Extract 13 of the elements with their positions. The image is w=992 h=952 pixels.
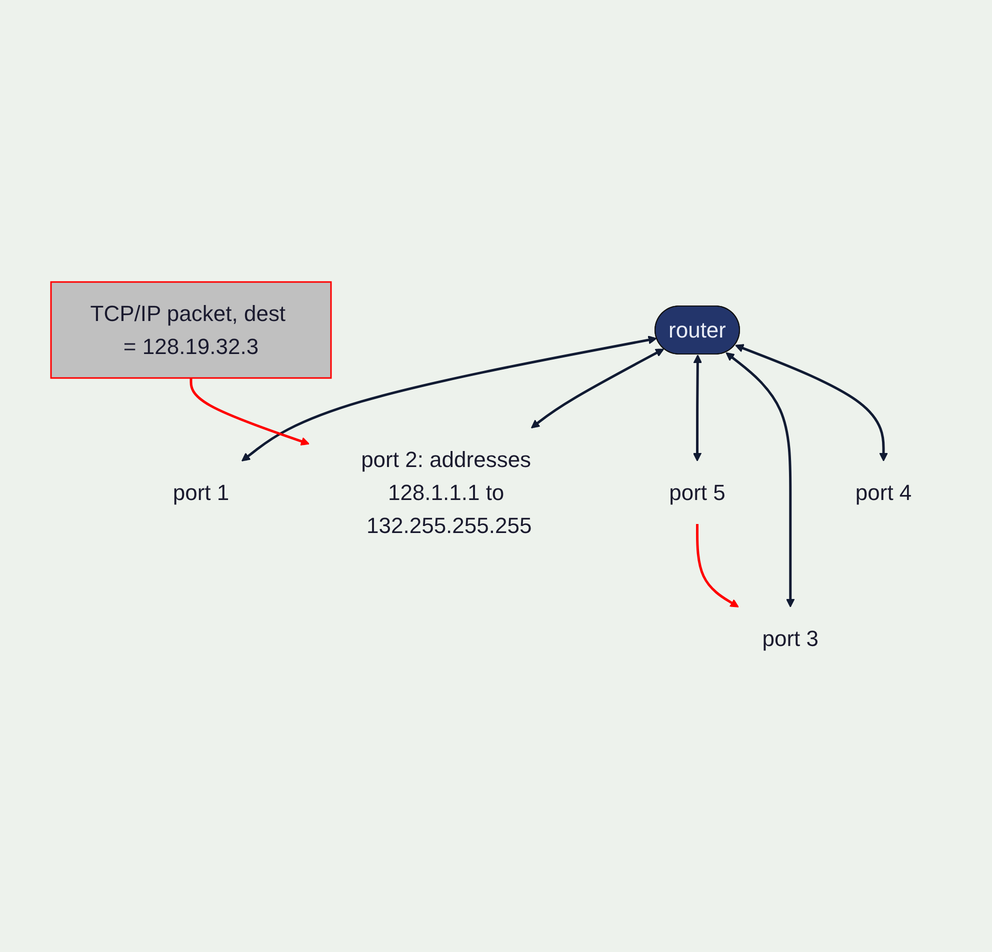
node-text: port 4 [855,480,912,505]
arrow [241,336,657,462]
arrow [725,352,794,608]
node-text: port 5 [668,480,726,505]
node-text: port 2: addresses 128.1.1.1 to 132.255.255.255 [360,447,532,538]
arrow [189,378,310,446]
arrow [696,524,739,608]
arrow [692,354,702,462]
node-box: TCP/IP packet, dest = 128.19.32.3 [50,281,332,379]
arrow [530,348,664,428]
node-text: port 1 [172,480,229,505]
node-text: port 3 [762,626,818,651]
arrow [734,344,888,462]
